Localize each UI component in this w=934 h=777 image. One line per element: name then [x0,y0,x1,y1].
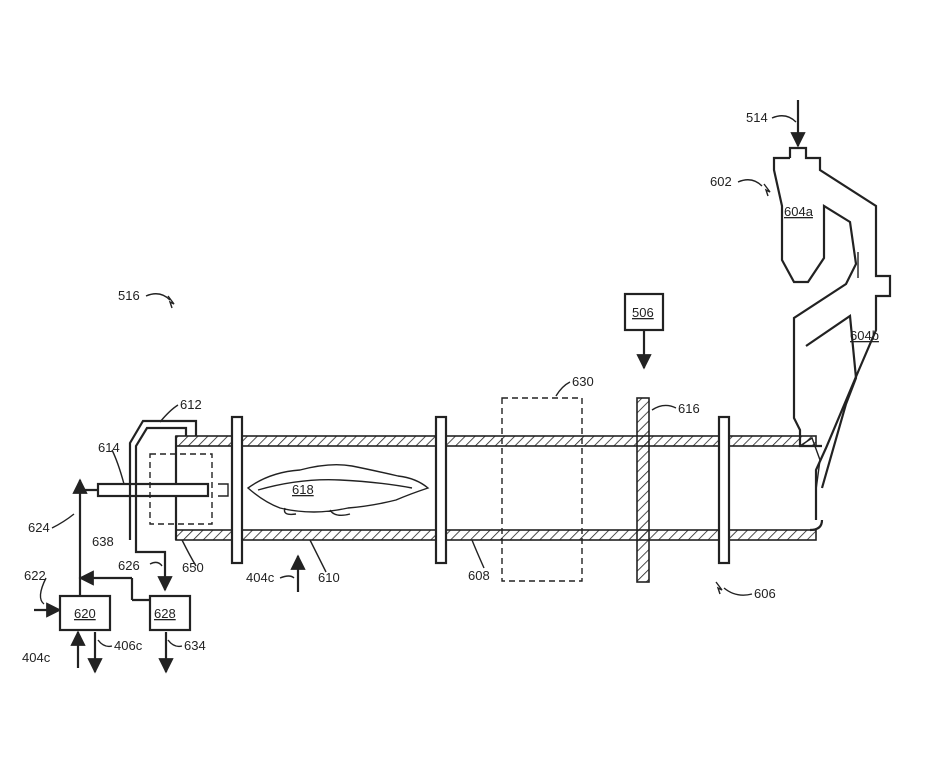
preheater-tower-602 [772,146,892,520]
leader-lines [39,115,797,648]
label-604b: 604b [850,328,879,343]
label-650: 650 [182,560,204,575]
pipe-612-inner [134,426,188,540]
label-620: 620 [74,606,96,621]
unit-628 [148,594,192,632]
label-610: 610 [318,570,340,585]
pointer-516 [167,295,175,309]
label-630: 630 [572,374,594,389]
piping [34,478,306,674]
label-634: 634 [184,638,206,653]
label-606: 606 [754,586,776,601]
tower-outer-left [772,156,858,448]
pipe-612 [128,419,198,540]
line-626 [134,540,173,592]
label-624: 624 [28,520,50,535]
label-404c-mid: 404c [246,570,275,585]
support-ring-3 [717,415,731,565]
label-506: 506 [632,305,654,320]
label-628: 628 [154,606,176,621]
kiln-outlet-curve [809,519,824,532]
flame-618 [246,463,430,517]
label-626: 626 [118,558,140,573]
burner-assembly [96,419,229,540]
pointer-606 [715,581,723,595]
burner-614 [96,482,210,498]
tower-outer-right [788,146,892,520]
pointer-602 [763,183,771,197]
unit-620 [58,594,112,632]
support-ring-2 [434,415,448,565]
label-616: 616 [678,401,700,416]
label-614: 614 [98,440,120,455]
label-612: 612 [180,397,202,412]
label-638: 638 [92,534,114,549]
unit-506 [623,292,665,332]
girth-gear-616 [636,397,650,583]
kiln-supports [230,397,731,583]
label-404c-left: 404c [22,650,51,665]
burner-tip [218,483,229,497]
cyclone-604b [805,314,858,489]
label-514: 514 [746,110,768,125]
zone-630 [501,397,583,582]
rotary-kiln [174,435,824,541]
zone-650 [149,453,213,525]
flame-inner [257,479,413,491]
kiln-inlet-hood [799,436,821,491]
label-406c: 406c [114,638,143,653]
label-516: 516 [118,288,140,303]
reference-labels: 514 602 604a 604b 516 506 630 616 612 61… [22,110,879,665]
label-608: 608 [468,568,490,583]
label-602: 602 [710,174,732,189]
label-622: 622 [24,568,46,583]
label-604a: 604a [784,204,814,219]
label-618: 618 [292,482,314,497]
support-ring-1 [230,415,244,565]
